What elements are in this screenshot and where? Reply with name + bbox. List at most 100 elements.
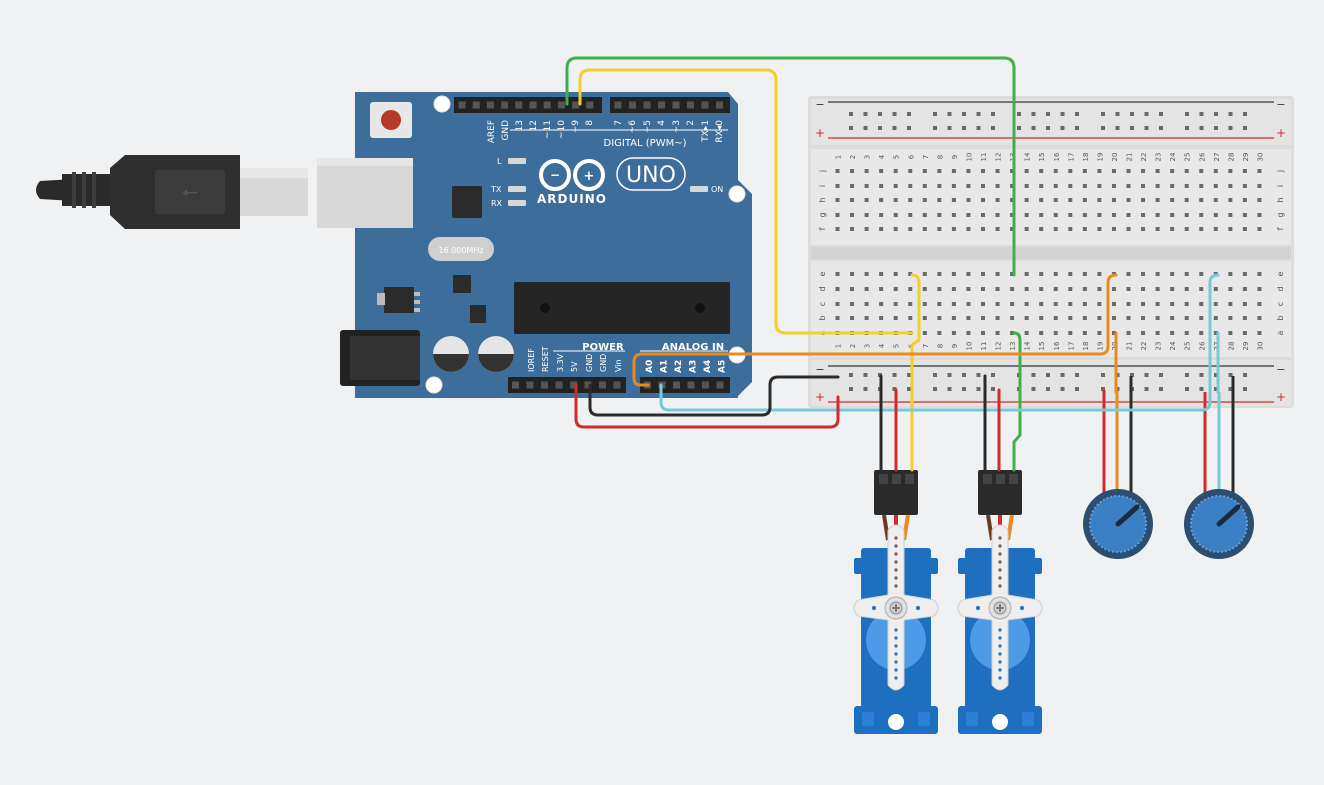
pin-hole[interactable]	[472, 101, 480, 109]
rail-hole[interactable]	[991, 112, 995, 116]
breadboard-hole[interactable]	[1257, 272, 1262, 276]
breadboard-hole[interactable]	[1141, 213, 1146, 217]
breadboard-hole[interactable]	[981, 169, 985, 173]
breadboard-hole[interactable]	[981, 184, 985, 188]
rail-hole[interactable]	[863, 373, 868, 377]
breadboard-hole[interactable]	[1170, 227, 1175, 231]
breadboard-hole[interactable]	[995, 184, 1000, 188]
breadboard-hole[interactable]	[908, 227, 913, 231]
breadboard-hole[interactable]	[1111, 287, 1116, 291]
breadboard-hole[interactable]	[850, 184, 855, 188]
rail-hole[interactable]	[991, 126, 995, 130]
pin-hole[interactable]	[529, 101, 537, 109]
rail-hole[interactable]	[1060, 373, 1065, 377]
breadboard-hole[interactable]	[937, 272, 942, 276]
breadboard-hole[interactable]	[1184, 198, 1189, 202]
pin-hole[interactable]	[599, 381, 606, 389]
breadboard-hole[interactable]	[1199, 169, 1204, 173]
rail-hole[interactable]	[991, 387, 995, 391]
digital-pin-holes[interactable]	[458, 101, 724, 109]
breadboard-hole[interactable]	[835, 198, 840, 202]
wire-black-gnd[interactable]	[588, 375, 840, 417]
rail-hole[interactable]	[962, 387, 966, 391]
breadboard-hole[interactable]	[922, 198, 927, 202]
breadboard-hole[interactable]	[1155, 198, 1160, 202]
breadboard-hole[interactable]	[1213, 169, 1218, 173]
rail-hole[interactable]	[1101, 387, 1105, 391]
breadboard-hole[interactable]	[850, 316, 855, 320]
breadboard-hole[interactable]	[981, 227, 985, 231]
breadboard-hole[interactable]	[1053, 198, 1058, 202]
breadboard-hole[interactable]	[1010, 287, 1015, 291]
breadboard-hole[interactable]	[1184, 302, 1189, 306]
breadboard-hole[interactable]	[1257, 287, 1262, 291]
pin-hole[interactable]	[629, 101, 636, 109]
breadboard-hole[interactable]	[1141, 169, 1146, 173]
rail-hole[interactable]	[1115, 126, 1120, 130]
rail-hole[interactable]	[907, 126, 911, 130]
breadboard-hole[interactable]	[835, 184, 840, 188]
breadboard-hole[interactable]	[1097, 331, 1102, 335]
rail-hole[interactable]	[1228, 126, 1233, 130]
rail-hole[interactable]	[907, 112, 911, 116]
breadboard-hole[interactable]	[1228, 198, 1233, 202]
breadboard-hole[interactable]	[1257, 169, 1262, 173]
breadboard-hole[interactable]	[1213, 331, 1218, 335]
breadboard-hole[interactable]	[1257, 331, 1262, 335]
breadboard-hole[interactable]	[995, 272, 1000, 276]
breadboard-hole[interactable]	[1039, 213, 1044, 217]
breadboard-hole[interactable]	[850, 302, 855, 306]
breadboard-hole[interactable]	[1199, 331, 1204, 335]
breadboard-hole[interactable]	[1039, 287, 1044, 291]
wire-green-pin10[interactable]	[565, 56, 1016, 277]
pin-hole[interactable]	[501, 101, 509, 109]
rail-hole[interactable]	[849, 112, 853, 116]
breadboard-hole[interactable]	[908, 316, 913, 320]
breadboard-hole[interactable]	[1170, 184, 1175, 188]
breadboard-hole[interactable]	[1024, 287, 1029, 291]
breadboard-hole[interactable]	[1111, 213, 1116, 217]
breadboard-hole[interactable]	[951, 331, 956, 335]
rail-hole[interactable]	[1159, 126, 1163, 130]
breadboard-hole[interactable]	[1097, 184, 1102, 188]
breadboard-hole[interactable]	[1242, 184, 1247, 188]
breadboard-hole[interactable]	[995, 213, 1000, 217]
breadboard-hole[interactable]	[1024, 184, 1029, 188]
breadboard-hole[interactable]	[951, 169, 956, 173]
potentiometer[interactable]	[1184, 376, 1254, 559]
breadboard-hole[interactable]	[1082, 169, 1087, 173]
breadboard-hole[interactable]	[981, 272, 985, 276]
breadboard-hole[interactable]	[1213, 213, 1218, 217]
rail-hole[interactable]	[1199, 387, 1204, 391]
rail-hole[interactable]	[1144, 387, 1149, 391]
rail-hole[interactable]	[1060, 112, 1065, 116]
breadboard-hole[interactable]	[1082, 272, 1087, 276]
breadboard-hole[interactable]	[1213, 316, 1218, 320]
breadboard-hole[interactable]	[1184, 272, 1189, 276]
breadboard-hole[interactable]	[1257, 302, 1262, 306]
breadboard-hole[interactable]	[879, 198, 884, 202]
breadboard-hole[interactable]	[1141, 331, 1146, 335]
breadboard-hole[interactable]	[995, 287, 1000, 291]
breadboard-hole[interactable]	[893, 302, 898, 306]
potentiometer[interactable]	[1083, 376, 1153, 559]
breadboard-hole[interactable]	[951, 272, 956, 276]
breadboard-hole[interactable]	[1097, 213, 1102, 217]
breadboard-hole[interactable]	[1242, 227, 1247, 231]
breadboard-hole[interactable]	[879, 169, 884, 173]
breadboard-hole[interactable]	[1082, 184, 1087, 188]
rail-hole[interactable]	[976, 126, 981, 130]
breadboard-hole[interactable]	[1039, 198, 1044, 202]
breadboard-hole[interactable]	[1213, 302, 1218, 306]
rail-hole[interactable]	[1144, 112, 1149, 116]
breadboard-hole[interactable]	[879, 227, 884, 231]
pin-hole[interactable]	[658, 101, 665, 109]
breadboard-hole[interactable]	[835, 169, 840, 173]
breadboard-hole[interactable]	[1053, 316, 1058, 320]
rail-hole[interactable]	[1130, 112, 1134, 116]
breadboard-hole[interactable]	[1039, 272, 1044, 276]
rail-hole[interactable]	[1130, 373, 1134, 377]
breadboard-hole[interactable]	[1242, 316, 1247, 320]
breadboard-hole[interactable]	[1141, 316, 1146, 320]
breadboard-hole[interactable]	[1097, 287, 1102, 291]
